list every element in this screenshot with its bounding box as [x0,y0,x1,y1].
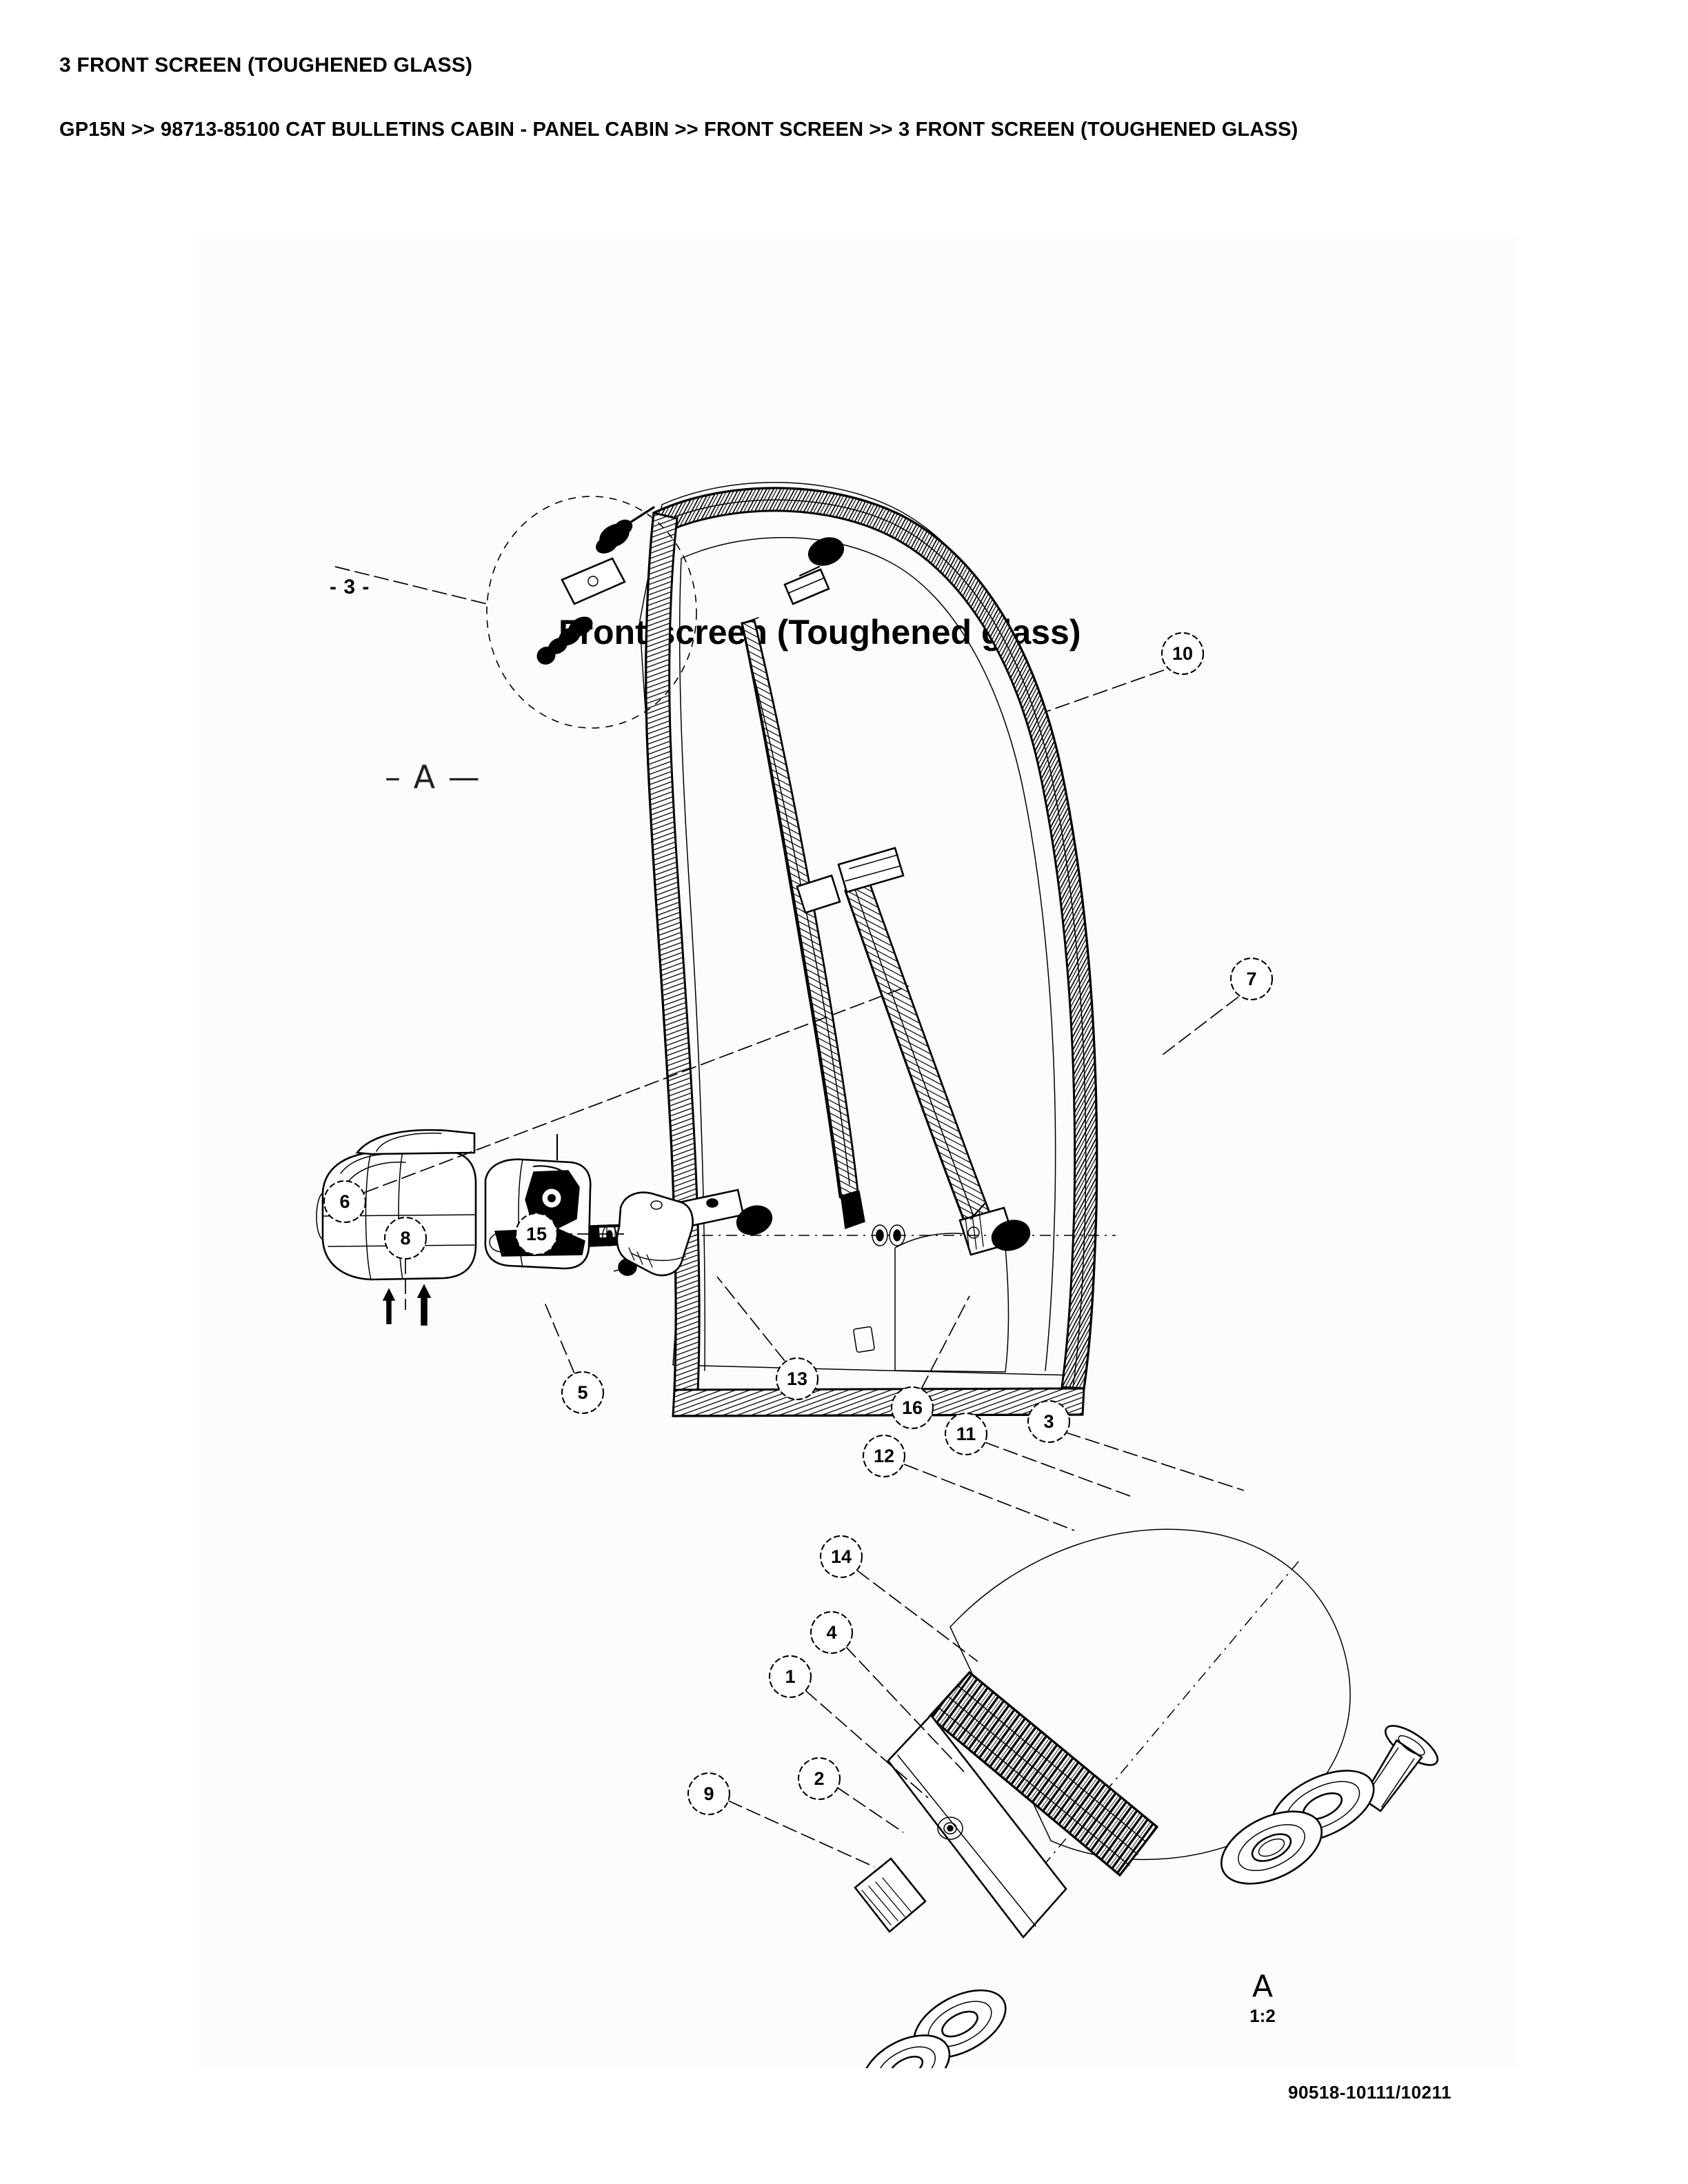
balloon-leader-12 [903,1464,1075,1531]
balloon-leader-10 [1046,669,1165,712]
detail-view-scale: 1:2 [1249,2005,1276,2026]
detail-view-label: A 1:2 [1238,1972,1287,2027]
balloon-3[interactable] [1027,1399,1071,1444]
detail-view-letter: A [1252,1969,1274,2004]
balloon-leader-14 [856,1570,978,1662]
part-number-label: 90518-10111/10211 [1288,2082,1451,2103]
sheet-page-number: - 3 - [330,576,370,598]
balloon-6[interactable] [323,1180,367,1224]
parts-diagram-sheet: - 3 - Front screen (Toughened glass) – A… [199,234,1516,2103]
balloon-9[interactable] [687,1772,731,1816]
balloon-13[interactable] [775,1357,819,1401]
balloon-7[interactable] [1229,957,1274,1001]
balloon-8[interactable] [383,1216,428,1260]
balloon-leader-6 [363,985,910,1193]
balloon-layer [323,631,1274,1868]
balloon-16[interactable] [890,1386,934,1430]
balloon-leader-4 [845,1646,965,1772]
balloon-leader-13 [716,1276,785,1362]
balloon-11[interactable] [944,1412,988,1456]
balloon-leader-1 [805,1690,929,1799]
balloon-12[interactable] [862,1434,906,1478]
balloon-15[interactable] [514,1212,559,1256]
balloon-leader-16 [921,1295,970,1390]
balloon-leader-9 [727,1800,875,1868]
balloon-2[interactable] [797,1757,841,1801]
balloon-leader-2 [836,1786,904,1833]
balloon-1[interactable] [768,1655,812,1699]
balloon-4[interactable] [810,1610,854,1655]
balloon-5[interactable] [561,1371,605,1415]
balloon-14[interactable] [819,1535,863,1579]
detail-callout-letter-a: – A — [385,758,481,796]
balloon-leader-7 [1162,996,1239,1055]
balloon-leader-11 [984,1442,1134,1498]
page-title: 3 FRONT SCREEN (TOUGHENED GLASS) [59,54,473,77]
balloon-leader-5 [543,1299,575,1374]
balloon-10[interactable] [1160,631,1205,676]
balloon-leader-3 [1065,1432,1245,1491]
breadcrumb: GP15N >> 98713-85100 CAT BULLETINS CABIN… [59,119,1298,141]
exploded-parts-drawing: .ln { fill:none; stroke:#000; stroke-wid… [316,482,1439,2068]
